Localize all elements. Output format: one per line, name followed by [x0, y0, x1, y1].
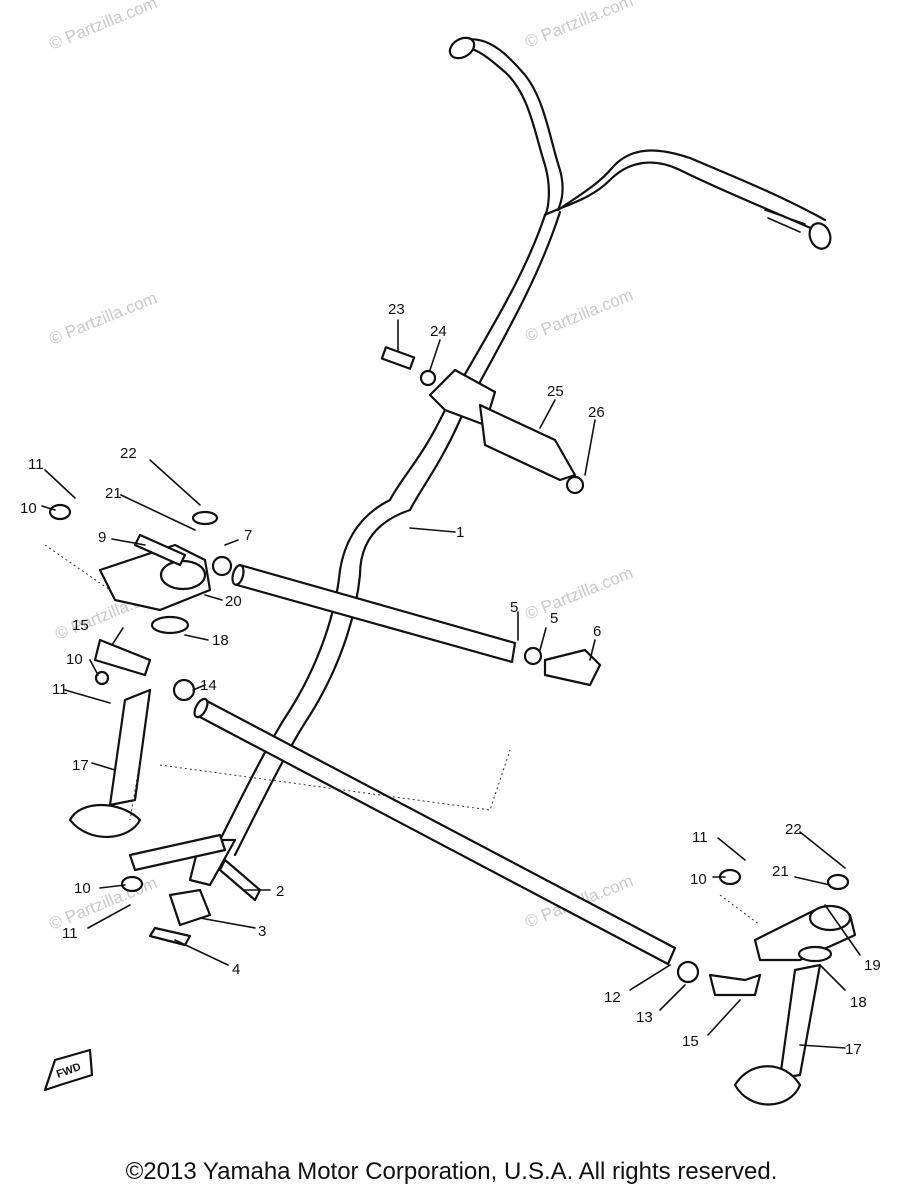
callout-22: 22: [785, 821, 802, 838]
left-steering-assembly: [48, 503, 262, 947]
callout-21: 21: [772, 863, 789, 880]
right-steering-assembly: [718, 868, 857, 1106]
callout-22: 22: [120, 445, 137, 462]
callout-6: 6: [593, 623, 601, 640]
callout-17: 17: [845, 1041, 862, 1058]
callout-5: 5: [550, 610, 558, 627]
callout-4: 4: [232, 961, 240, 978]
callout-26: 26: [588, 404, 605, 421]
callout-11: 11: [62, 925, 78, 942]
watermark-text: © Partzilla.com: [46, 0, 159, 54]
callout-15: 15: [682, 1033, 699, 1050]
callout-5: 5: [510, 599, 518, 616]
callout-12: 12: [604, 989, 621, 1006]
callout-21: 21: [105, 485, 122, 502]
lower-tie-rod: [172, 678, 762, 997]
callouts: 1 2 3 4 5 5 6 7 9 10 10 10 10 11 11 11 1…: [20, 301, 881, 1058]
callout-11: 11: [28, 456, 44, 473]
callout-2: 2: [276, 883, 284, 900]
handlebar: [213, 36, 832, 857]
callout-7: 7: [244, 527, 252, 544]
callout-15: 15: [72, 617, 89, 634]
watermark-text: © Partzilla.com: [522, 563, 635, 624]
callout-20: 20: [225, 593, 242, 610]
copyright-notice: ©2013 Yamaha Motor Corporation, U.S.A. A…: [125, 1158, 778, 1185]
leader-lines: [41, 319, 861, 1049]
callout-19: 19: [864, 957, 881, 974]
watermark-text: © Partzilla.com: [46, 288, 159, 349]
callout-9: 9: [98, 529, 106, 546]
callout-10: 10: [74, 880, 91, 897]
callout-13: 13: [636, 1009, 653, 1026]
callout-1: 1: [456, 524, 464, 541]
callout-23: 23: [388, 301, 405, 318]
callout-17: 17: [72, 757, 89, 774]
handlebar-clamp: [380, 346, 585, 495]
callout-11: 11: [692, 829, 708, 846]
watermark-text: © Partzilla.com: [522, 285, 635, 346]
callout-18: 18: [212, 632, 229, 649]
callout-25: 25: [547, 383, 564, 400]
callout-18: 18: [850, 994, 867, 1011]
callout-3: 3: [258, 923, 266, 940]
alignment-guides: [44, 544, 761, 926]
watermark-text: © Partzilla.com: [522, 0, 635, 52]
callout-24: 24: [430, 323, 447, 340]
callout-14: 14: [200, 677, 217, 694]
callout-10: 10: [690, 871, 707, 888]
callout-11: 11: [52, 681, 68, 698]
callout-10: 10: [20, 500, 37, 517]
forward-direction-indicator: FWD: [43, 1048, 94, 1092]
callout-10: 10: [66, 651, 83, 668]
upper-tie-rod: [211, 555, 602, 687]
